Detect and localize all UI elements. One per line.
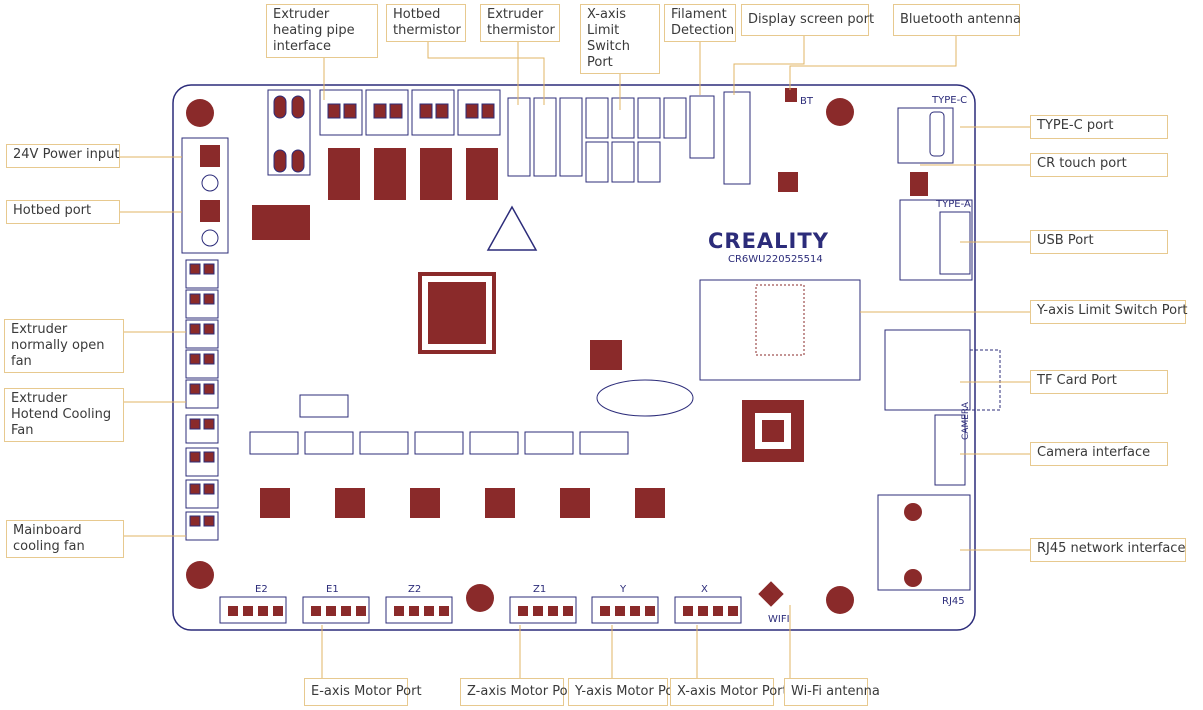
label-x-limit-switch-port: X-axis Limit Switch Port xyxy=(580,4,660,74)
mosfets xyxy=(252,148,498,240)
wifi-antenna-pad xyxy=(758,581,784,607)
mount-hole-bm xyxy=(466,584,494,612)
power-terminal xyxy=(181,137,229,254)
rj45-hole-top xyxy=(904,503,922,521)
small-connectors-top xyxy=(507,91,751,185)
label-24v-power-input: 24V Power input xyxy=(6,144,120,168)
label-usb-port: USB Port xyxy=(1030,230,1168,254)
motor-connectors xyxy=(219,596,742,624)
label-display-screen-port: Display screen port xyxy=(741,4,874,36)
silk-type-a: TYPE-A xyxy=(935,199,971,210)
bt-antenna-pad xyxy=(785,88,797,102)
type-c-connector xyxy=(897,107,954,164)
label-extruder-hotend-cooling-fan: Extruder Hotend Cooling Fan xyxy=(4,388,124,442)
creality-triangle-icon xyxy=(486,205,538,251)
fan-connectors xyxy=(185,259,219,541)
rj45-hole-bottom xyxy=(904,569,922,587)
mcu-chip-core xyxy=(428,282,486,344)
label-wifi-antenna: Wi-Fi antenna xyxy=(784,678,880,706)
label-mainboard-cooling-fan: Mainboard cooling fan xyxy=(6,520,124,558)
label-hotbed-port: Hotbed port xyxy=(6,200,120,224)
label-extruder-normally-open-fan: Extruder normally open fan xyxy=(4,319,124,373)
label-camera-interface: Camera interface xyxy=(1030,442,1168,466)
label-tf-card-port: TF Card Port xyxy=(1030,370,1168,394)
silk-e2: E2 xyxy=(255,584,268,595)
silk-z1: Z1 xyxy=(533,584,546,595)
mount-hole-bl xyxy=(186,561,214,589)
soc-chip-core xyxy=(762,420,784,442)
label-bluetooth-antenna: Bluetooth antenna xyxy=(893,4,1021,36)
stepper-drivers xyxy=(260,488,665,518)
silk-x: X xyxy=(701,584,708,595)
silk-bt: BT xyxy=(800,96,814,107)
label-extruder-heating-pipe: Extruder heating pipe interface xyxy=(266,4,378,58)
label-rj45-network-interface: RJ45 network interface xyxy=(1030,538,1186,562)
silk-camera: CAMERA xyxy=(961,401,971,440)
extruder-heater-connectors xyxy=(267,89,501,176)
label-type-c-port: TYPE-C port xyxy=(1030,115,1168,139)
label-cr-touch-port: CR touch port xyxy=(1030,153,1168,177)
rj45-jack xyxy=(877,494,971,591)
brand-logo-text: CREALITY xyxy=(708,229,829,253)
silk-z2: Z2 xyxy=(408,584,421,595)
motor-pins xyxy=(228,606,738,616)
label-y-axis-motor-port: Y-axis Motor Port xyxy=(568,678,684,706)
label-e-axis-motor-port: E-axis Motor Port xyxy=(304,678,422,706)
usb-a-connector xyxy=(899,199,973,281)
silk-type-c: TYPE-C xyxy=(931,95,967,106)
wifi-module-grid xyxy=(755,284,805,356)
silk-rj45: RJ45 xyxy=(942,596,965,607)
label-y-axis-limit-switch-port: Y-axis Limit Switch Port xyxy=(1030,300,1188,324)
bt-chip xyxy=(778,172,798,192)
cr-touch-connector xyxy=(910,172,928,196)
type-c-receptacle xyxy=(929,111,945,157)
camera-connector xyxy=(934,414,966,486)
label-extruder-thermistor: Extruder thermistor xyxy=(480,4,560,42)
crystal xyxy=(596,379,694,417)
wifi-module-area xyxy=(699,279,861,381)
mount-hole-tr xyxy=(826,98,854,126)
label-z-axis-motor-port: Z-axis Motor Port xyxy=(460,678,578,706)
mount-hole-br xyxy=(826,586,854,614)
silk-y: Y xyxy=(619,584,627,595)
label-hotbed-thermistor: Hotbed thermistor xyxy=(386,4,466,42)
middle-row-connectors xyxy=(249,394,629,455)
silk-e1: E1 xyxy=(326,584,339,595)
label-x-axis-motor-port: X-axis Motor Port xyxy=(670,678,788,706)
label-filament-detection: Filament Detection xyxy=(664,4,736,42)
usb-a-receptacle xyxy=(939,211,971,275)
inductor xyxy=(590,340,622,370)
silk-wifi: WIFI xyxy=(768,614,790,625)
pcb-outline xyxy=(172,84,976,631)
leader-lines xyxy=(120,36,1030,678)
board-model: CR6WU220525514 xyxy=(728,254,823,265)
tf-card-outline xyxy=(969,349,1001,411)
mount-hole-tl xyxy=(186,99,214,127)
